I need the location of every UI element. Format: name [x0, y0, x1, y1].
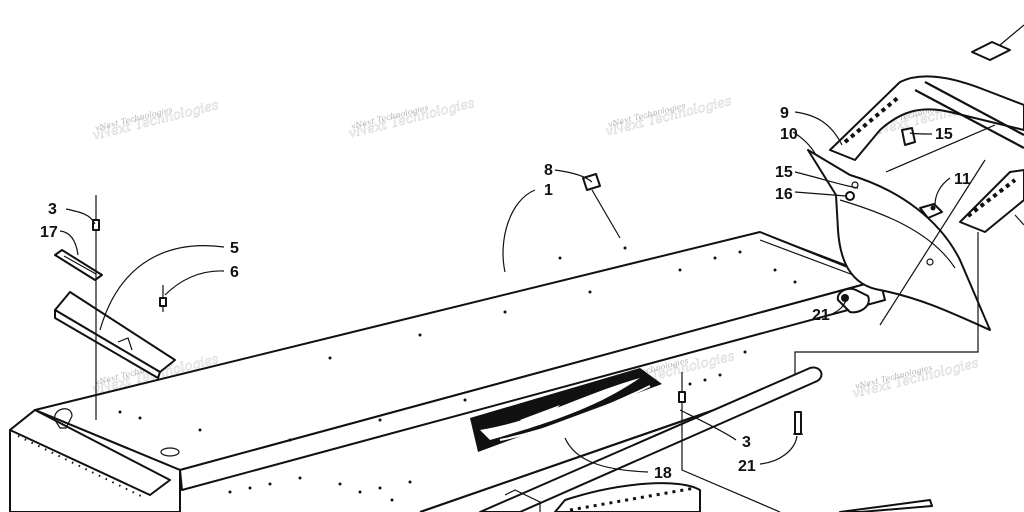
snow-flap [807, 149, 991, 331]
callout-8: 9 [780, 105, 789, 122]
callout-6: 6 [230, 264, 239, 281]
callout-3-lower: 3 [742, 434, 751, 451]
leader-lines [59, 111, 996, 512]
decal [470, 368, 662, 452]
callout-7: 8 [544, 162, 553, 179]
callouts: 8 1 3 17 5 6 9 10 15 15 16 11 21 3 21 18 [40, 105, 971, 482]
callout-11: 15 [935, 126, 953, 143]
tunnel-deck [9, 231, 933, 512]
callout-15: 15 [775, 164, 793, 181]
callout-21-upper: 21 [812, 307, 830, 324]
callout-1: 1 [544, 182, 553, 199]
callout-21-lower: 21 [738, 458, 756, 475]
plate [54, 249, 103, 281]
callout-17: 17 [40, 224, 58, 241]
callout-16: 16 [775, 186, 793, 203]
bracket [54, 291, 176, 379]
callout-5: 5 [230, 240, 239, 257]
screws [92, 195, 870, 435]
callout-18: 18 [654, 465, 672, 482]
callout-9: 10 [780, 126, 798, 143]
rivet-holes [118, 246, 797, 502]
callout-10: 11 [954, 171, 971, 188]
callout-3-top: 3 [48, 201, 57, 218]
